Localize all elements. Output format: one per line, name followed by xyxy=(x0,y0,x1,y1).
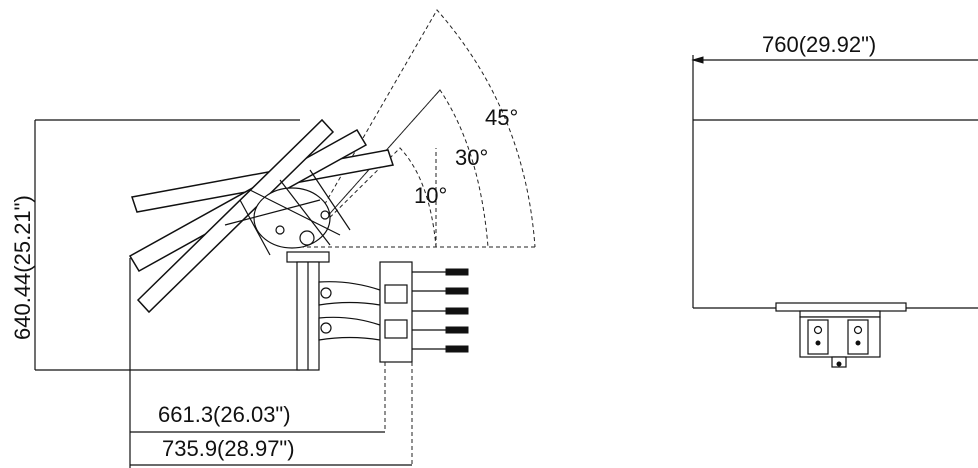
angle-label-30: 30° xyxy=(455,145,488,170)
depth-dimension-outer-label: 735.9(28.97") xyxy=(162,436,295,461)
side-view: 640.44(25.21") 10° 30° 45° xyxy=(10,9,536,468)
front-view: 760(29.92") xyxy=(691,32,978,368)
depth-dimension-inner-label: 661.3(26.03") xyxy=(158,402,291,427)
width-dimension-label: 760(29.92") xyxy=(762,32,876,57)
height-dimension-line xyxy=(34,119,300,371)
tilt-mechanism xyxy=(224,169,351,256)
angle-label-45: 45° xyxy=(485,105,518,130)
height-dimension-label: 640.44(25.21") xyxy=(10,195,35,340)
tilt-arcs xyxy=(299,9,536,248)
width-dimension-line xyxy=(691,55,978,120)
monitor-panel-45deg xyxy=(136,118,335,314)
anchor-bolts xyxy=(412,268,469,353)
mount-arm xyxy=(318,281,381,341)
front-screen xyxy=(692,119,978,309)
front-bracket xyxy=(775,302,907,368)
wall-plate xyxy=(379,261,413,363)
mount-pole xyxy=(286,251,330,371)
angle-label-10: 10° xyxy=(414,183,447,208)
depth-dimension-lines xyxy=(129,258,413,468)
